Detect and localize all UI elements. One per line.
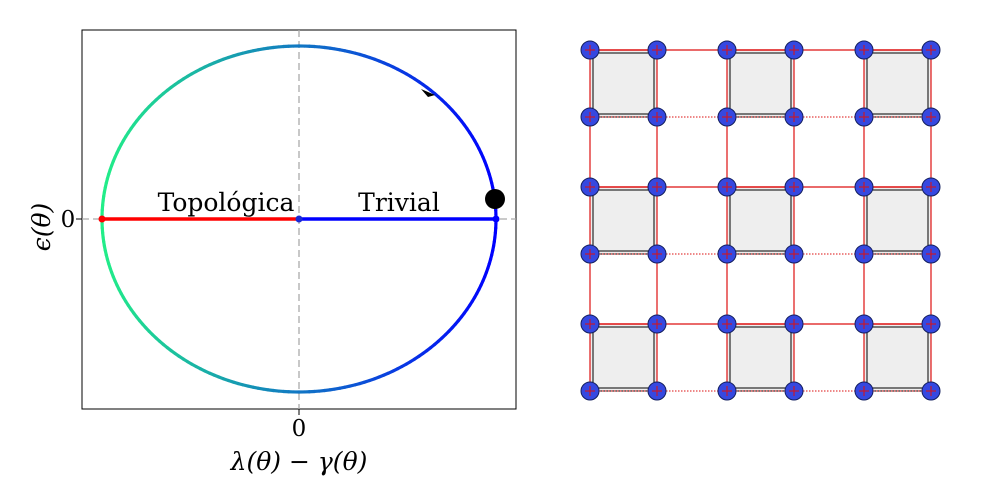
current-state-marker [485,189,505,209]
topological-endpoint-dot [98,215,106,223]
trivial-endpoint-dot [492,215,500,223]
x-tick-label: 0 [292,416,307,442]
lattice-panel [580,40,941,401]
y-axis-label: ϵ(θ) [27,203,56,252]
plaquette-inner-border [729,189,792,252]
plaquette [589,323,658,392]
plaquette [726,323,795,392]
y-tick-label: 0 [61,207,76,233]
plaquette [863,49,932,118]
plaquette [863,323,932,392]
plaquette [726,186,795,255]
plaquette-inner-border [866,52,929,115]
plaquette-inner-border [592,326,655,389]
plaquette-inner-border [592,189,655,252]
center-dot [295,215,303,223]
plaquette [589,186,658,255]
plaquette [863,186,932,255]
plaquette-inner-border [729,52,792,115]
plaquette-inner-border [592,52,655,115]
plaquette-inner-border [866,189,929,252]
label-topological: Topológica [158,188,295,217]
x-axis-label: λ(θ) − γ(θ) [230,447,368,476]
plaquette [589,49,658,118]
plaquette-inner-border [866,326,929,389]
phase-diagram-panel: Topológica Trivial 0 0 λ(θ) − γ(θ) ϵ(θ) [27,29,517,476]
plaquette [726,49,795,118]
direction-arrow-icon [421,89,435,97]
ellipse-trajectory [100,44,498,394]
plaquette-inner-border [729,326,792,389]
label-trivial: Trivial [358,188,440,217]
